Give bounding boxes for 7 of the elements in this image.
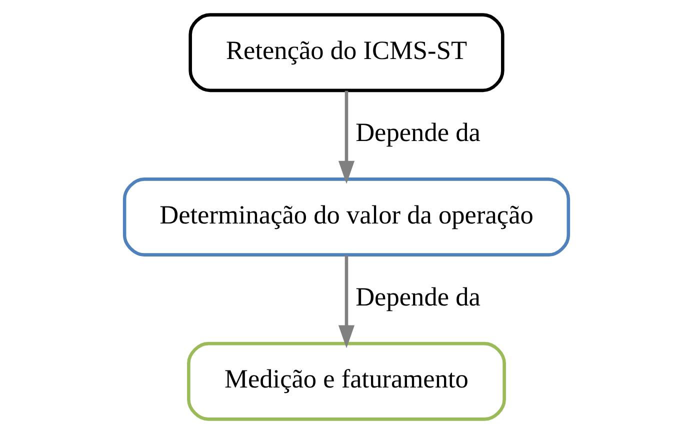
edge-label: Depende da	[356, 118, 480, 148]
edge-label: Depende da	[356, 282, 480, 312]
arrow	[338, 255, 355, 348]
arrow	[338, 90, 355, 184]
node-box: Medição e faturamento	[187, 342, 506, 421]
node-box: Retenção do ICMS-ST	[188, 13, 504, 92]
node-box: Determinação do valor da operação	[122, 178, 570, 256]
